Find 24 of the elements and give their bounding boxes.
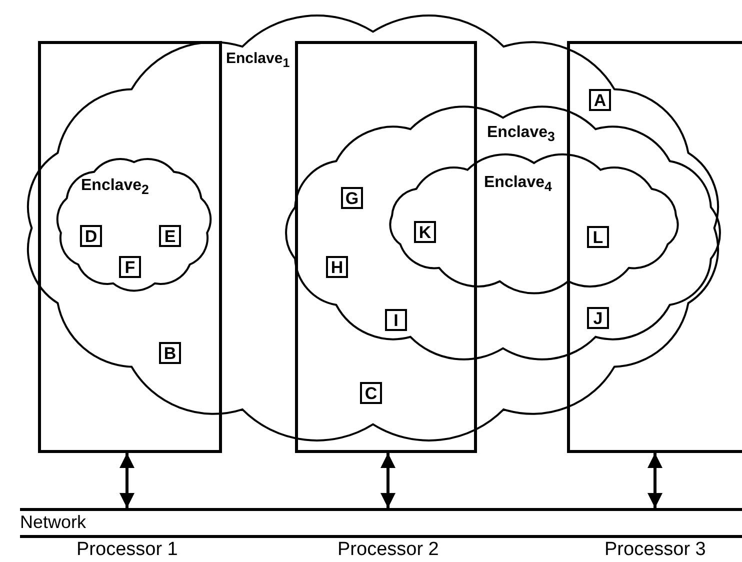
enclave-label: Enclave$_{3}$ — [487, 124, 555, 144]
component-box: A — [589, 89, 611, 111]
component-box: C — [360, 382, 382, 404]
component-box: L — [587, 226, 609, 248]
double-arrow — [380, 453, 396, 508]
component-box: G — [341, 187, 363, 209]
enclave-label: Enclave$_{4}$ — [484, 174, 552, 194]
network-bus — [20, 508, 742, 538]
component-box: H — [326, 256, 348, 278]
component-box: E — [159, 225, 181, 247]
processor-label: Processor 1 — [76, 539, 178, 561]
processor-label: Processor 2 — [338, 539, 439, 561]
component-box: I — [385, 309, 407, 331]
network-label: Network — [20, 512, 86, 533]
double-arrow — [120, 453, 134, 508]
component-box: J — [587, 307, 609, 329]
processor-label: Processor 3 — [604, 539, 706, 561]
enclave-label: Enclave$_{2}$ — [81, 177, 149, 198]
component-box: K — [414, 221, 436, 243]
enclave-label: Enclave$_{1}$ — [226, 50, 290, 70]
double-arrow — [648, 453, 662, 508]
component-box: F — [119, 256, 141, 278]
component-box: D — [80, 225, 102, 247]
component-box: B — [159, 342, 181, 364]
